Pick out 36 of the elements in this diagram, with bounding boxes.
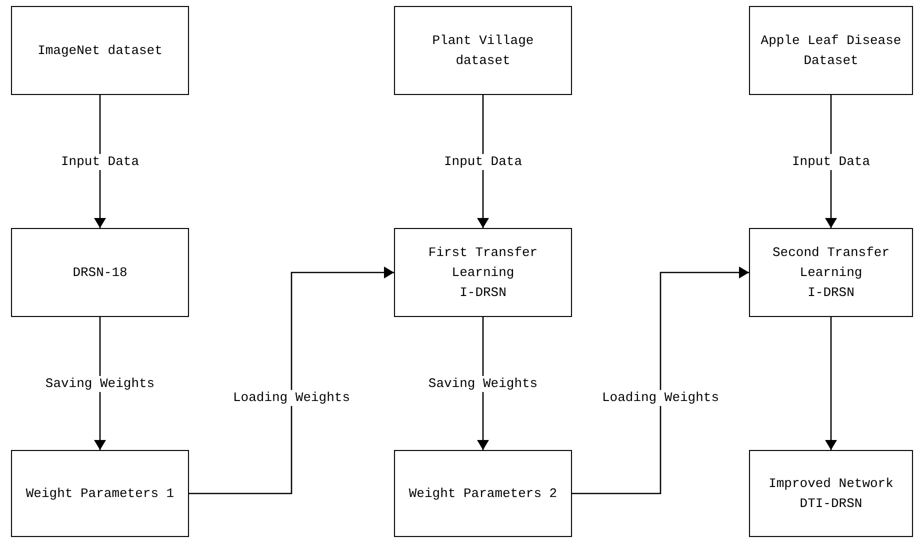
arrow [825, 317, 837, 450]
box-label: First Transfer Learning [427, 244, 539, 282]
edge-label: Loading Weights [600, 390, 720, 406]
arrow [477, 317, 489, 450]
edge-label: Input Data [791, 154, 871, 170]
edge-label: Loading Weights [232, 390, 352, 406]
arrow [189, 266, 394, 494]
box-label: I-DRSN [460, 284, 506, 302]
box-label: DRSN-18 [72, 264, 128, 282]
arrow [94, 95, 106, 228]
process-box [394, 450, 572, 537]
edge-label: Saving Weights [427, 376, 539, 392]
arrow [94, 317, 106, 450]
process-box [749, 450, 913, 537]
process-box [394, 6, 572, 95]
edge-label: Saving Weights [44, 376, 156, 392]
process-box [11, 450, 189, 537]
edge-label: Input Data [60, 154, 140, 170]
box-label: Weight Parameters 1 [26, 484, 174, 502]
process-box [394, 228, 572, 317]
arrow [477, 95, 489, 228]
process-box [749, 228, 913, 317]
box-label: DTI-DRSN [800, 494, 862, 512]
box-label: Plant Village dataset [431, 32, 535, 70]
box-label: Weight Parameters 2 [408, 484, 558, 502]
process-box [11, 228, 189, 317]
box-label: Apple Leaf Disease Dataset [760, 32, 902, 70]
arrow [572, 266, 749, 494]
arrow [825, 95, 837, 228]
box-label: I-DRSN [808, 284, 854, 302]
edge-label: Input Data [443, 154, 523, 170]
box-label: ImageNet dataset [38, 42, 162, 60]
box-label: Improved Network [768, 474, 894, 492]
process-box [11, 6, 189, 95]
process-box [749, 6, 913, 95]
box-label: Second Transfer Learning [771, 244, 891, 282]
